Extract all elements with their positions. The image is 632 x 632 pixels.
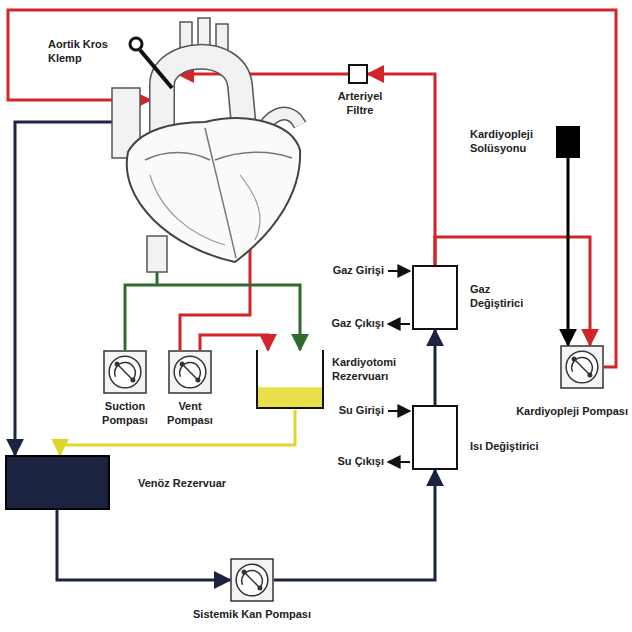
node-label: Isı Değiştirici <box>470 440 570 454</box>
box-shape <box>412 265 458 330</box>
pump-shape <box>168 350 212 394</box>
flow-line <box>125 285 300 350</box>
pump-shape <box>103 350 147 394</box>
pump-shape <box>560 345 604 389</box>
oxygenator-box: Gaz Değiştirici <box>412 265 458 330</box>
node-label: Vent Pompası <box>160 400 220 428</box>
node-label: Gaz Değiştirici <box>470 283 542 311</box>
node-label: Kardiyopleji Solüsyonu <box>470 128 550 156</box>
box-shape <box>348 64 368 84</box>
cardiotomy-reservoir: Kardiyotomi Rezervuarı <box>255 350 325 410</box>
node-label: Venöz Rezervuar <box>138 477 258 491</box>
venous-shape <box>5 455 110 510</box>
node-label: Kardiyotomi Rezervuarı <box>332 356 412 384</box>
heat-exchanger-box: Isı Değiştirici <box>412 405 458 470</box>
port-label: Su Çıkışı <box>320 455 384 469</box>
flow-line <box>200 335 268 350</box>
node-label: Suction Pompası <box>95 400 155 428</box>
vent-pump: Vent Pompası <box>168 350 212 394</box>
flow-line <box>274 470 435 580</box>
flow-line <box>567 158 570 345</box>
node-label: Kardiyopleji Pompası <box>496 405 628 419</box>
pump-shape <box>230 558 274 602</box>
node-label: Sistemik Kan Pompası <box>182 608 322 622</box>
solid-shape <box>556 126 580 158</box>
box-shape <box>412 405 458 470</box>
node-label: Arteriyel Filtre <box>325 90 395 118</box>
flow-line <box>368 74 435 265</box>
cardioplegia-pump: Kardiyopleji Pompası <box>560 345 604 389</box>
port-label: Gaz Girişi <box>320 264 384 278</box>
flow-line <box>434 330 437 405</box>
resv-shape <box>255 350 325 410</box>
systemic-pump: Sistemik Kan Pompası <box>230 558 274 602</box>
port-label: Gaz Çıkışı <box>320 317 384 331</box>
solution-bag: Kardiyopleji Solüsyonu <box>556 126 580 158</box>
clamp-label: Aortik Kros Klemp <box>48 38 120 66</box>
suction-pump: Suction Pompası <box>103 350 147 394</box>
port-label: Su Girişi <box>328 404 384 418</box>
venous-reservoir: Venöz Rezervuar <box>5 455 110 510</box>
flow-line <box>57 510 230 580</box>
filter-box: Arteriyel Filtre <box>348 64 368 84</box>
